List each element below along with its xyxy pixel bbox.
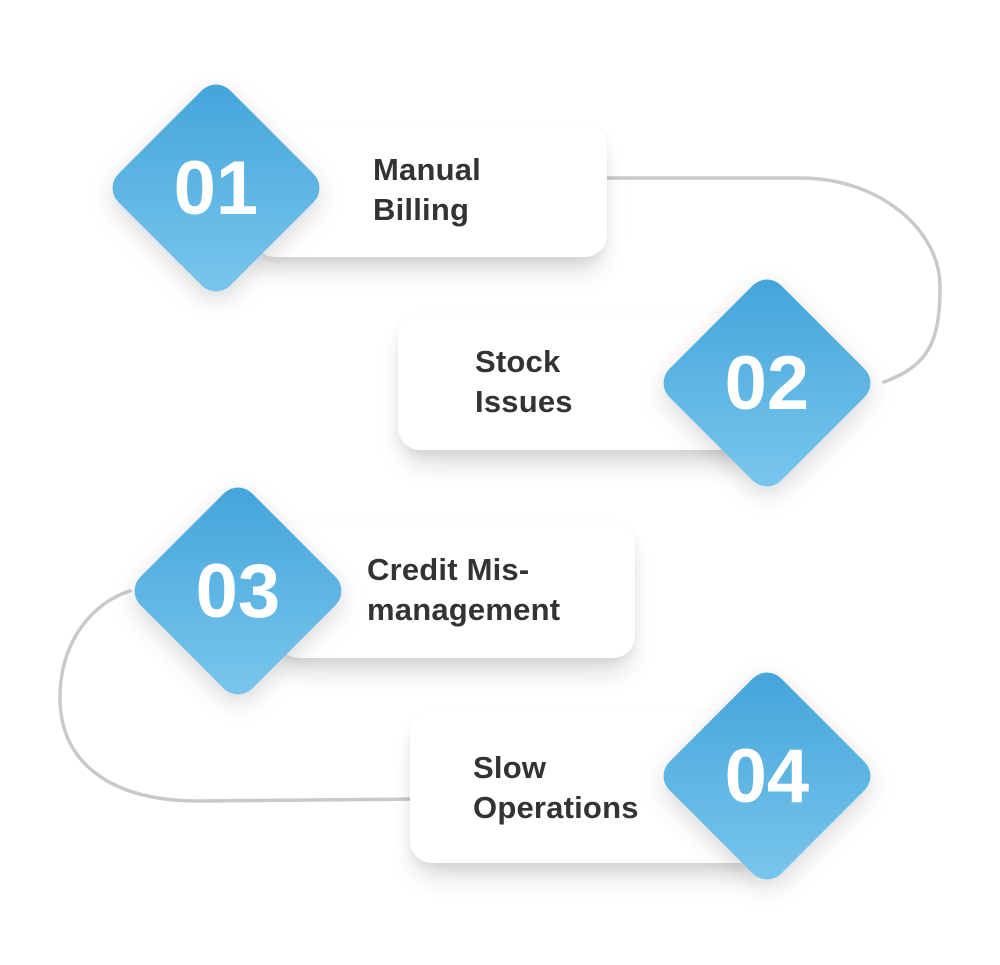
step1-diamond-shape: 01	[104, 76, 328, 300]
step1-title: Manual Billing	[253, 150, 481, 230]
step2-title: Stock Issues	[398, 342, 573, 422]
step2-diamond-shape: 02	[655, 271, 879, 495]
connector-step1-to-step2	[596, 176, 942, 384]
step2-title-line2: Issues	[475, 383, 573, 419]
step1-title-line1: Manual	[373, 152, 481, 187]
step4-number: 04	[724, 733, 810, 819]
step4-title-line2: Operations	[473, 789, 639, 825]
step3-diamond: 03	[126, 479, 350, 703]
step4-title-line1: Slow	[473, 749, 547, 785]
connector-step3-to-step4	[58, 589, 420, 803]
step4-diamond: 04	[655, 664, 879, 888]
step2-diamond: 02	[655, 271, 879, 495]
step3-diamond-shape: 03	[126, 479, 350, 703]
step1-diamond: 01	[104, 76, 328, 300]
step3-title-line1: Credit Mis-	[367, 551, 530, 587]
step1-number: 01	[173, 145, 259, 231]
step4-diamond-shape: 04	[655, 664, 879, 888]
step3-title: Credit Mis- management	[277, 550, 560, 630]
step2-title-line1: Stock	[475, 343, 561, 379]
step4-title: Slow Operations	[410, 748, 639, 828]
step2-number: 02	[724, 340, 810, 426]
step3-number: 03	[195, 548, 281, 634]
step1-title-line2: Billing	[373, 192, 470, 227]
step3-title-line2: management	[367, 591, 561, 627]
